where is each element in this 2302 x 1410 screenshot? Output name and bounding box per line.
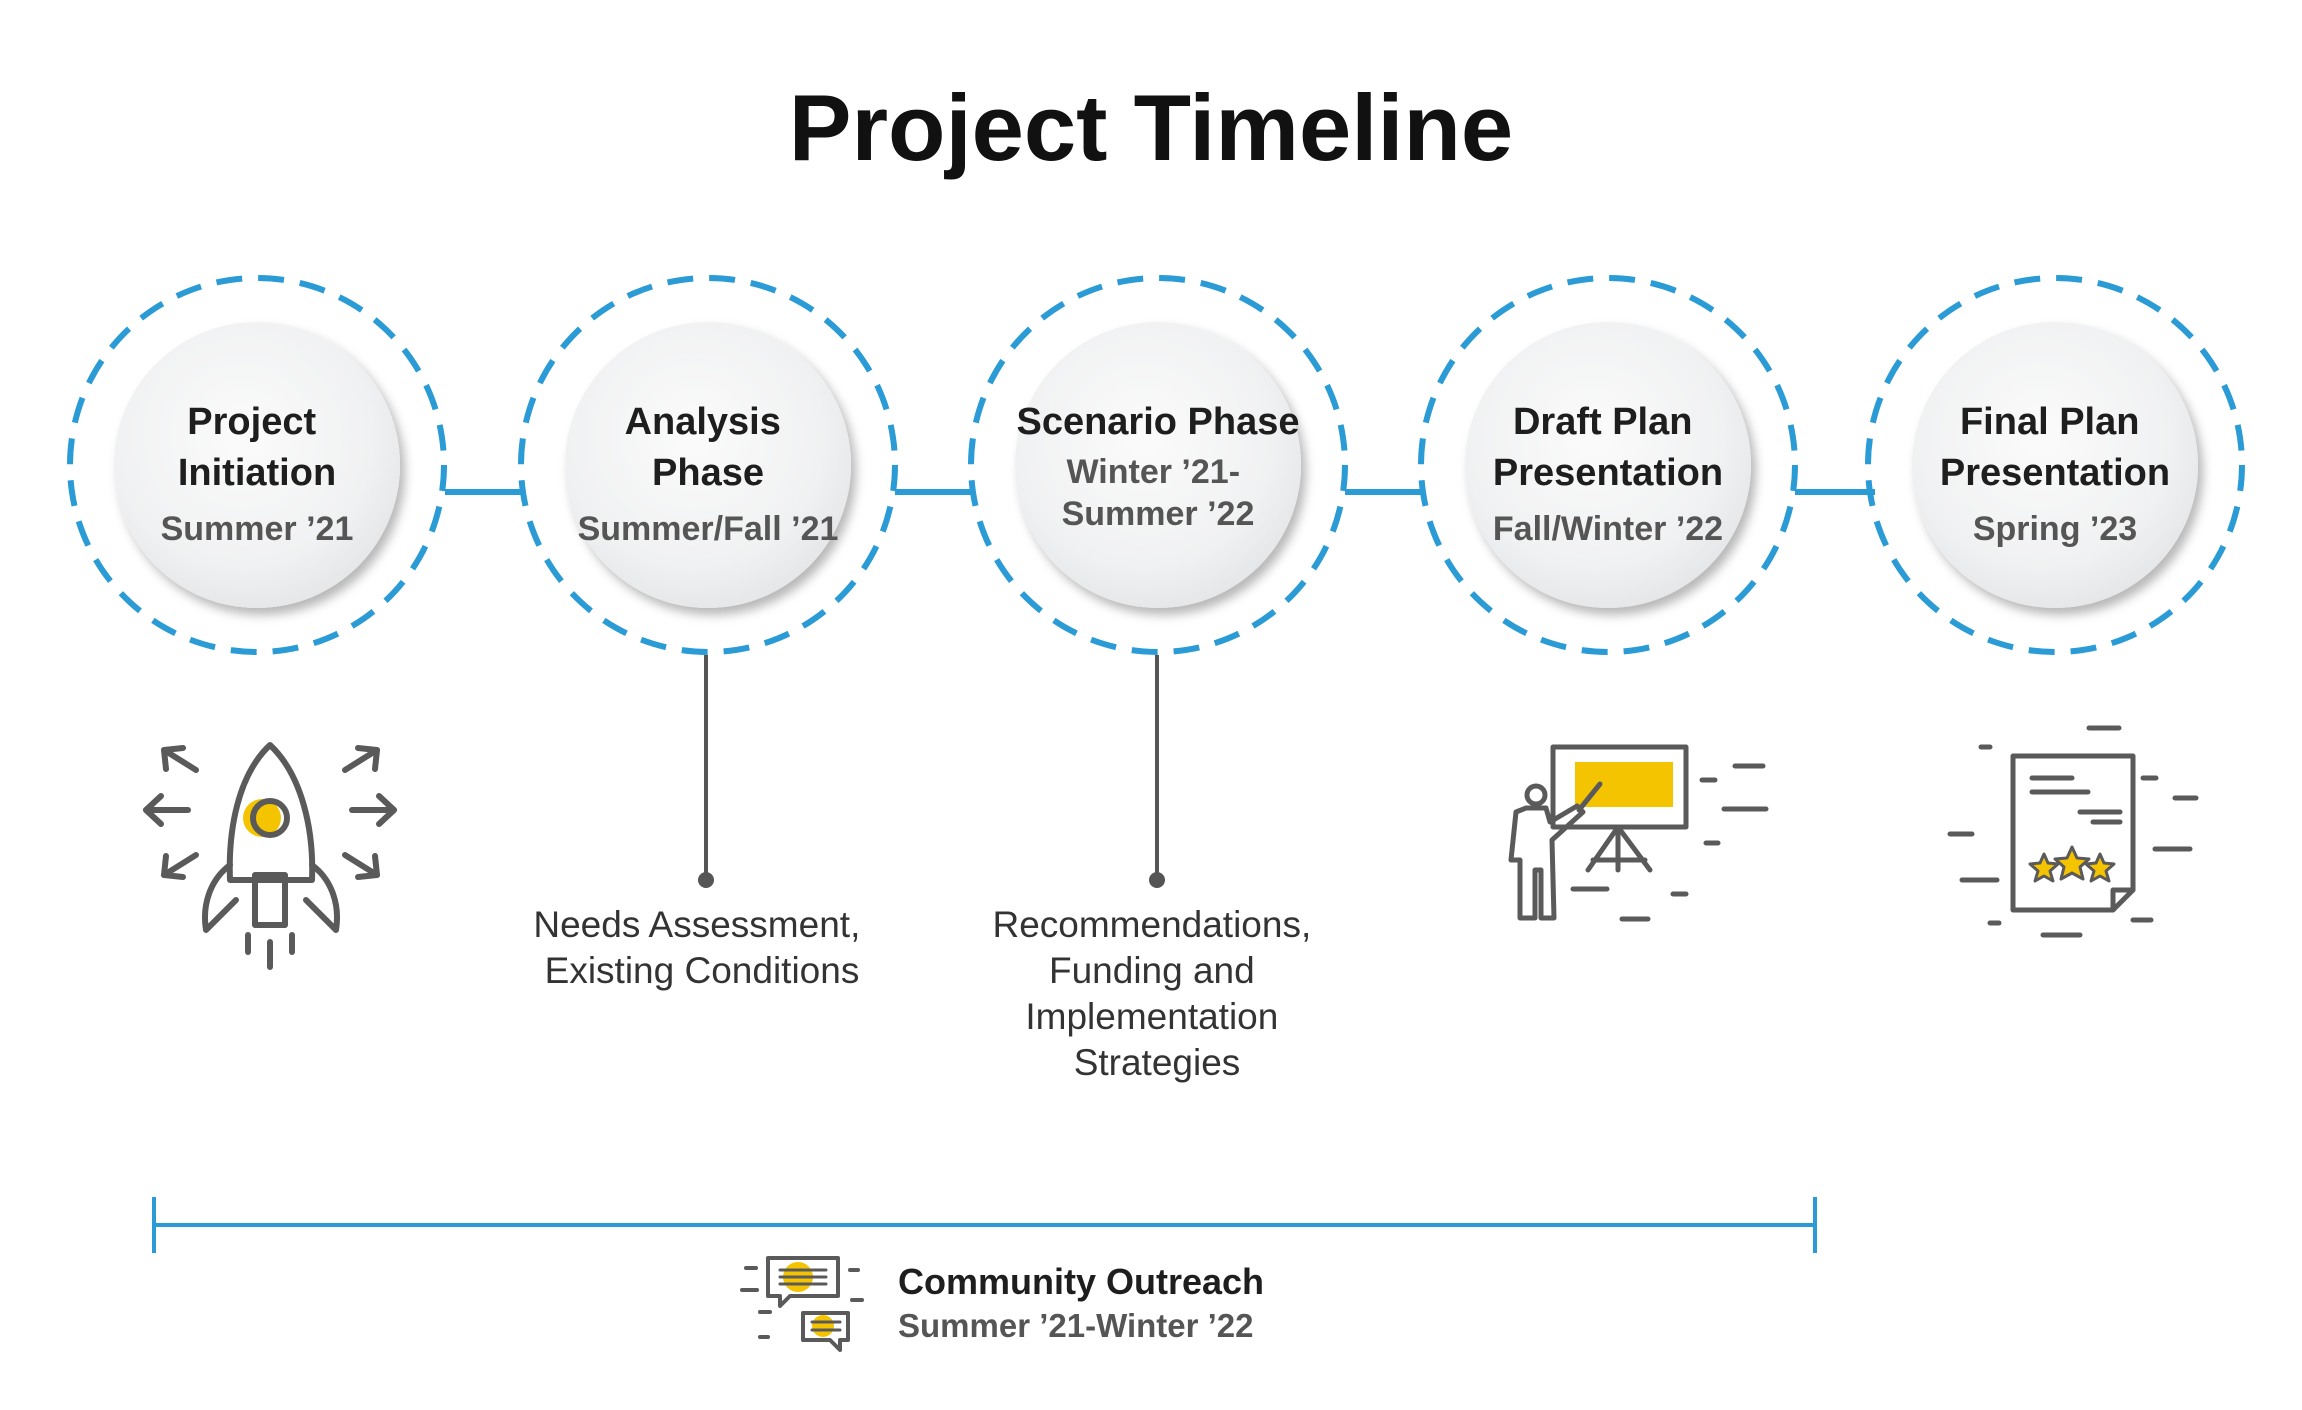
phase-name: Project Initiation	[178, 401, 336, 494]
phase-disc	[1912, 322, 2198, 608]
phase-date: Spring ’23	[1973, 510, 2137, 548]
phase-ring	[968, 275, 1348, 655]
phase-note: Recommendations, Funding and Implementat…	[992, 904, 1321, 1083]
outreach-title: Community Outreach	[898, 1261, 1264, 1302]
rocket-icon	[143, 742, 397, 970]
phase-disc	[1465, 322, 1751, 608]
phase-name: Scenario Phase	[1016, 401, 1299, 443]
phase-date: Fall/Winter ’22	[1493, 510, 1723, 548]
callout-dot	[698, 872, 714, 888]
phase-ring	[67, 275, 447, 655]
phase-disc	[565, 322, 851, 608]
phase-disc	[1015, 322, 1301, 608]
phase-name: Final Plan Presentation	[1940, 401, 2170, 494]
phase-date: Summer ’21	[161, 510, 354, 548]
phase-analysis: Analysis Phase Summer/Fall ’21 Needs Ass…	[518, 275, 898, 991]
rated-document-icon	[1947, 725, 2199, 938]
phase-date: Winter ’21- Summer ’22	[1062, 453, 1255, 533]
phase-name: Analysis Phase	[625, 401, 792, 494]
outreach-date: Summer ’21-Winter ’22	[898, 1307, 1254, 1344]
phase-scenario: Scenario Phase Winter ’21- Summer ’22 Re…	[968, 275, 1348, 1083]
phase-disc	[114, 322, 400, 608]
phase-ring	[1865, 275, 2245, 655]
phase-note: Needs Assessment, Existing Conditions	[533, 904, 870, 991]
page-title: Project Timeline	[789, 75, 1513, 180]
presentation-icon	[1508, 744, 1769, 922]
phase-name: Draft Plan Presentation	[1493, 401, 1723, 494]
phase-ring	[518, 275, 898, 655]
callout-dot	[1149, 872, 1165, 888]
phase-date: Summer/Fall ’21	[578, 510, 839, 548]
phase-draft-plan: Draft Plan Presentation Fall/Winter ’22	[1418, 275, 1798, 655]
outreach-span-bar	[152, 1197, 1817, 1253]
phase-project-initiation: Project Initiation Summer ’21	[67, 275, 447, 655]
chat-bubbles-icon	[740, 1256, 864, 1352]
phase-ring	[1418, 275, 1798, 655]
phase-final-plan: Final Plan Presentation Spring ’23	[1865, 275, 2245, 655]
